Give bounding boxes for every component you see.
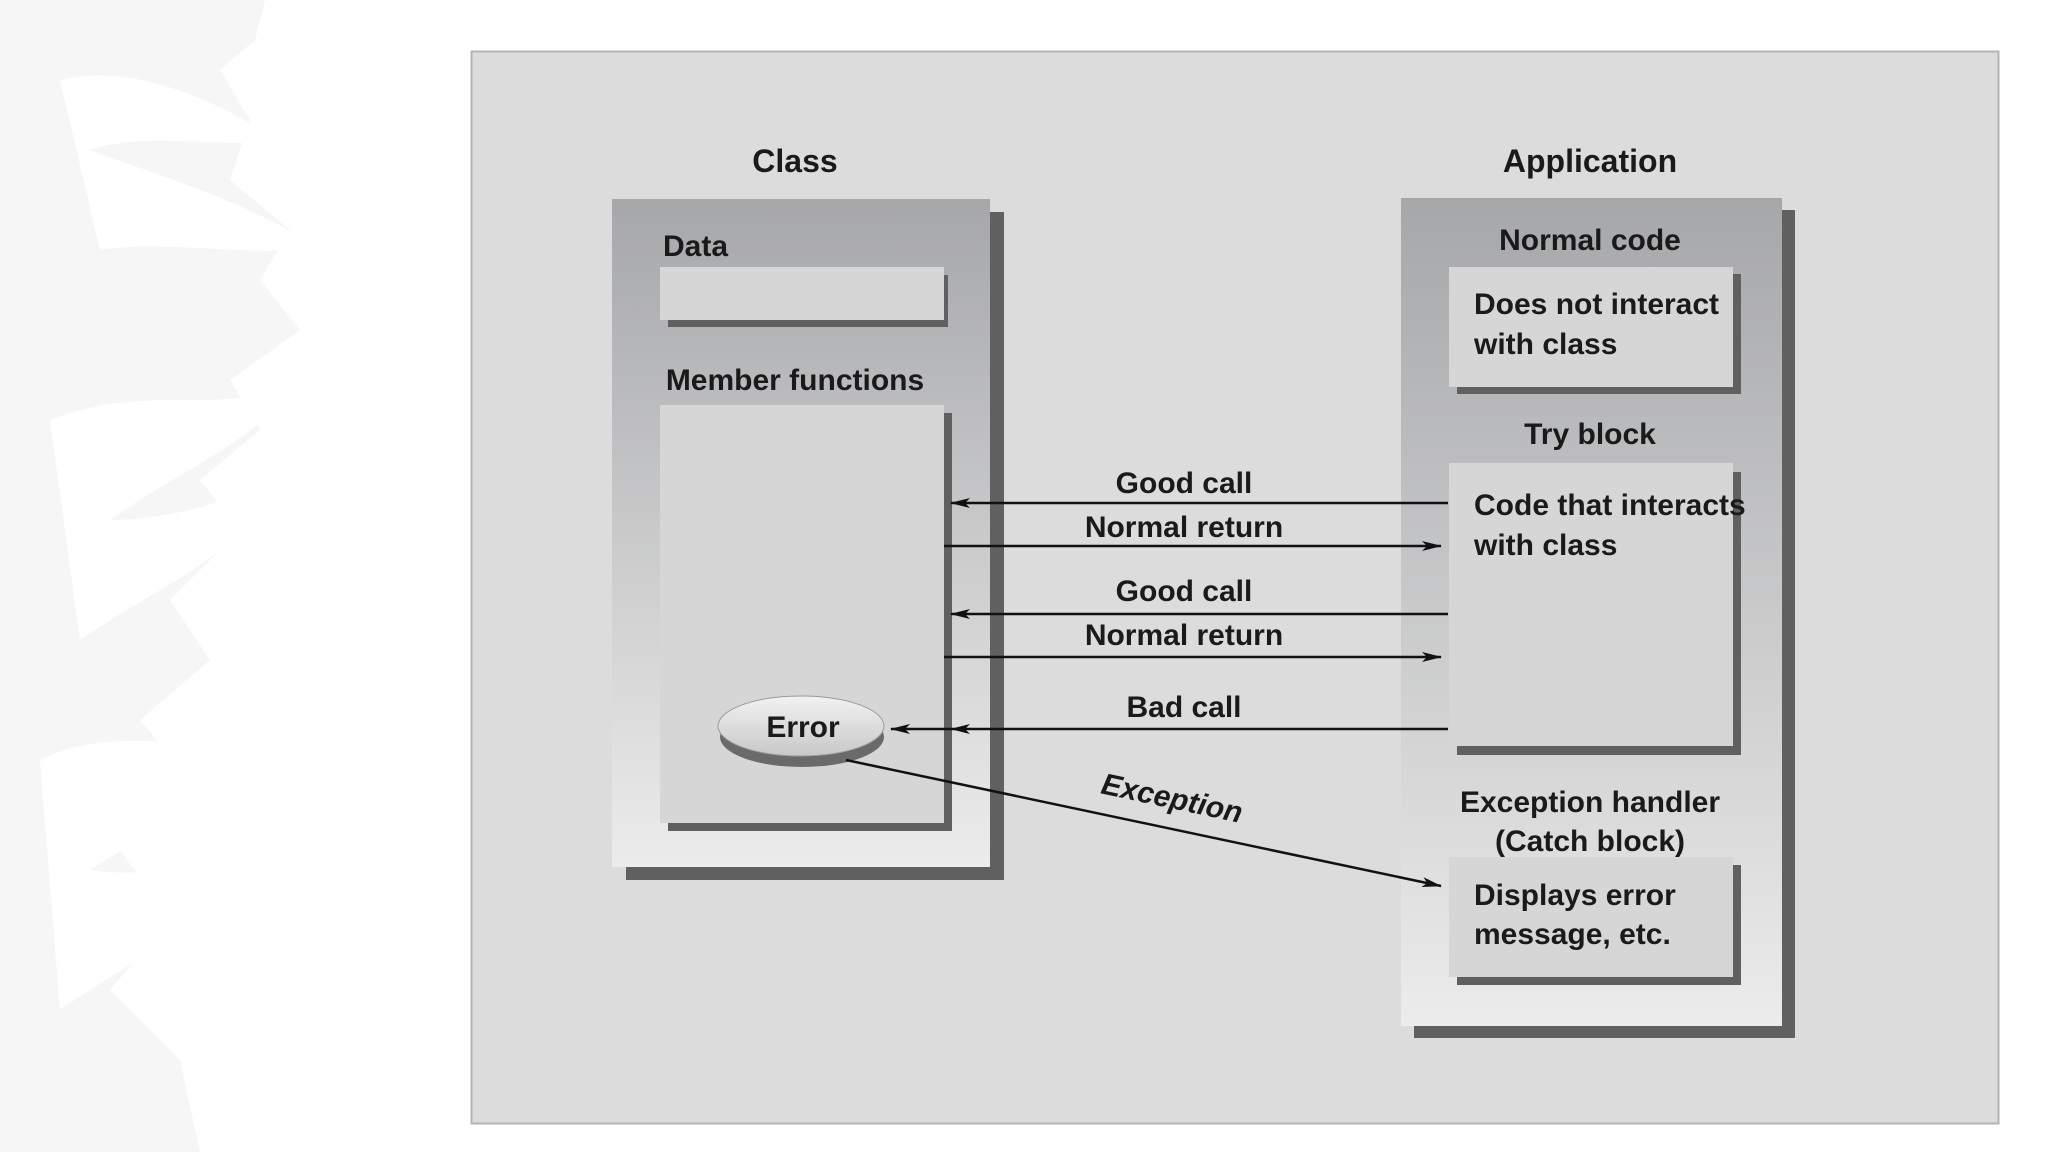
normal-code-box xyxy=(1449,267,1733,387)
bad-call-label: Bad call xyxy=(1126,691,1241,724)
normal-return-label-2: Normal return xyxy=(1085,619,1283,652)
normal-code-text-line2: with class xyxy=(1473,328,1617,361)
exception-handler-heading-line2: (Catch block) xyxy=(1495,825,1685,858)
try-block-heading: Try block xyxy=(1524,418,1656,451)
error-ellipse xyxy=(717,695,885,757)
normal-code-heading: Normal code xyxy=(1499,224,1681,257)
member-functions-label: Member functions xyxy=(666,364,924,397)
class-title: Class xyxy=(752,143,837,179)
error-label: Error xyxy=(766,711,840,744)
arrow-lines xyxy=(845,498,1448,888)
exception-handler-text-line1: Displays error xyxy=(1474,879,1676,912)
exception-arrow xyxy=(845,758,1442,888)
data-box xyxy=(660,267,944,320)
normal-return-label-1: Normal return xyxy=(1085,511,1283,544)
application-title: Application xyxy=(1503,143,1677,179)
exception-handler-heading-line1: Exception handler xyxy=(1460,786,1720,819)
good-call-label-2: Good call xyxy=(1116,575,1253,608)
try-block-text-line1: Code that interacts xyxy=(1474,489,1746,522)
exception-handler-text-line2: message, etc. xyxy=(1474,918,1671,951)
brush-stroke-decoration xyxy=(0,0,320,1152)
normal-code-text-line1: Does not interact xyxy=(1474,288,1719,321)
try-block-box xyxy=(1449,463,1733,746)
exception-handler-box xyxy=(1449,857,1733,977)
try-block-text-line2: with class xyxy=(1473,529,1617,562)
data-label: Data xyxy=(663,230,728,263)
good-call-label-1: Good call xyxy=(1116,467,1253,500)
